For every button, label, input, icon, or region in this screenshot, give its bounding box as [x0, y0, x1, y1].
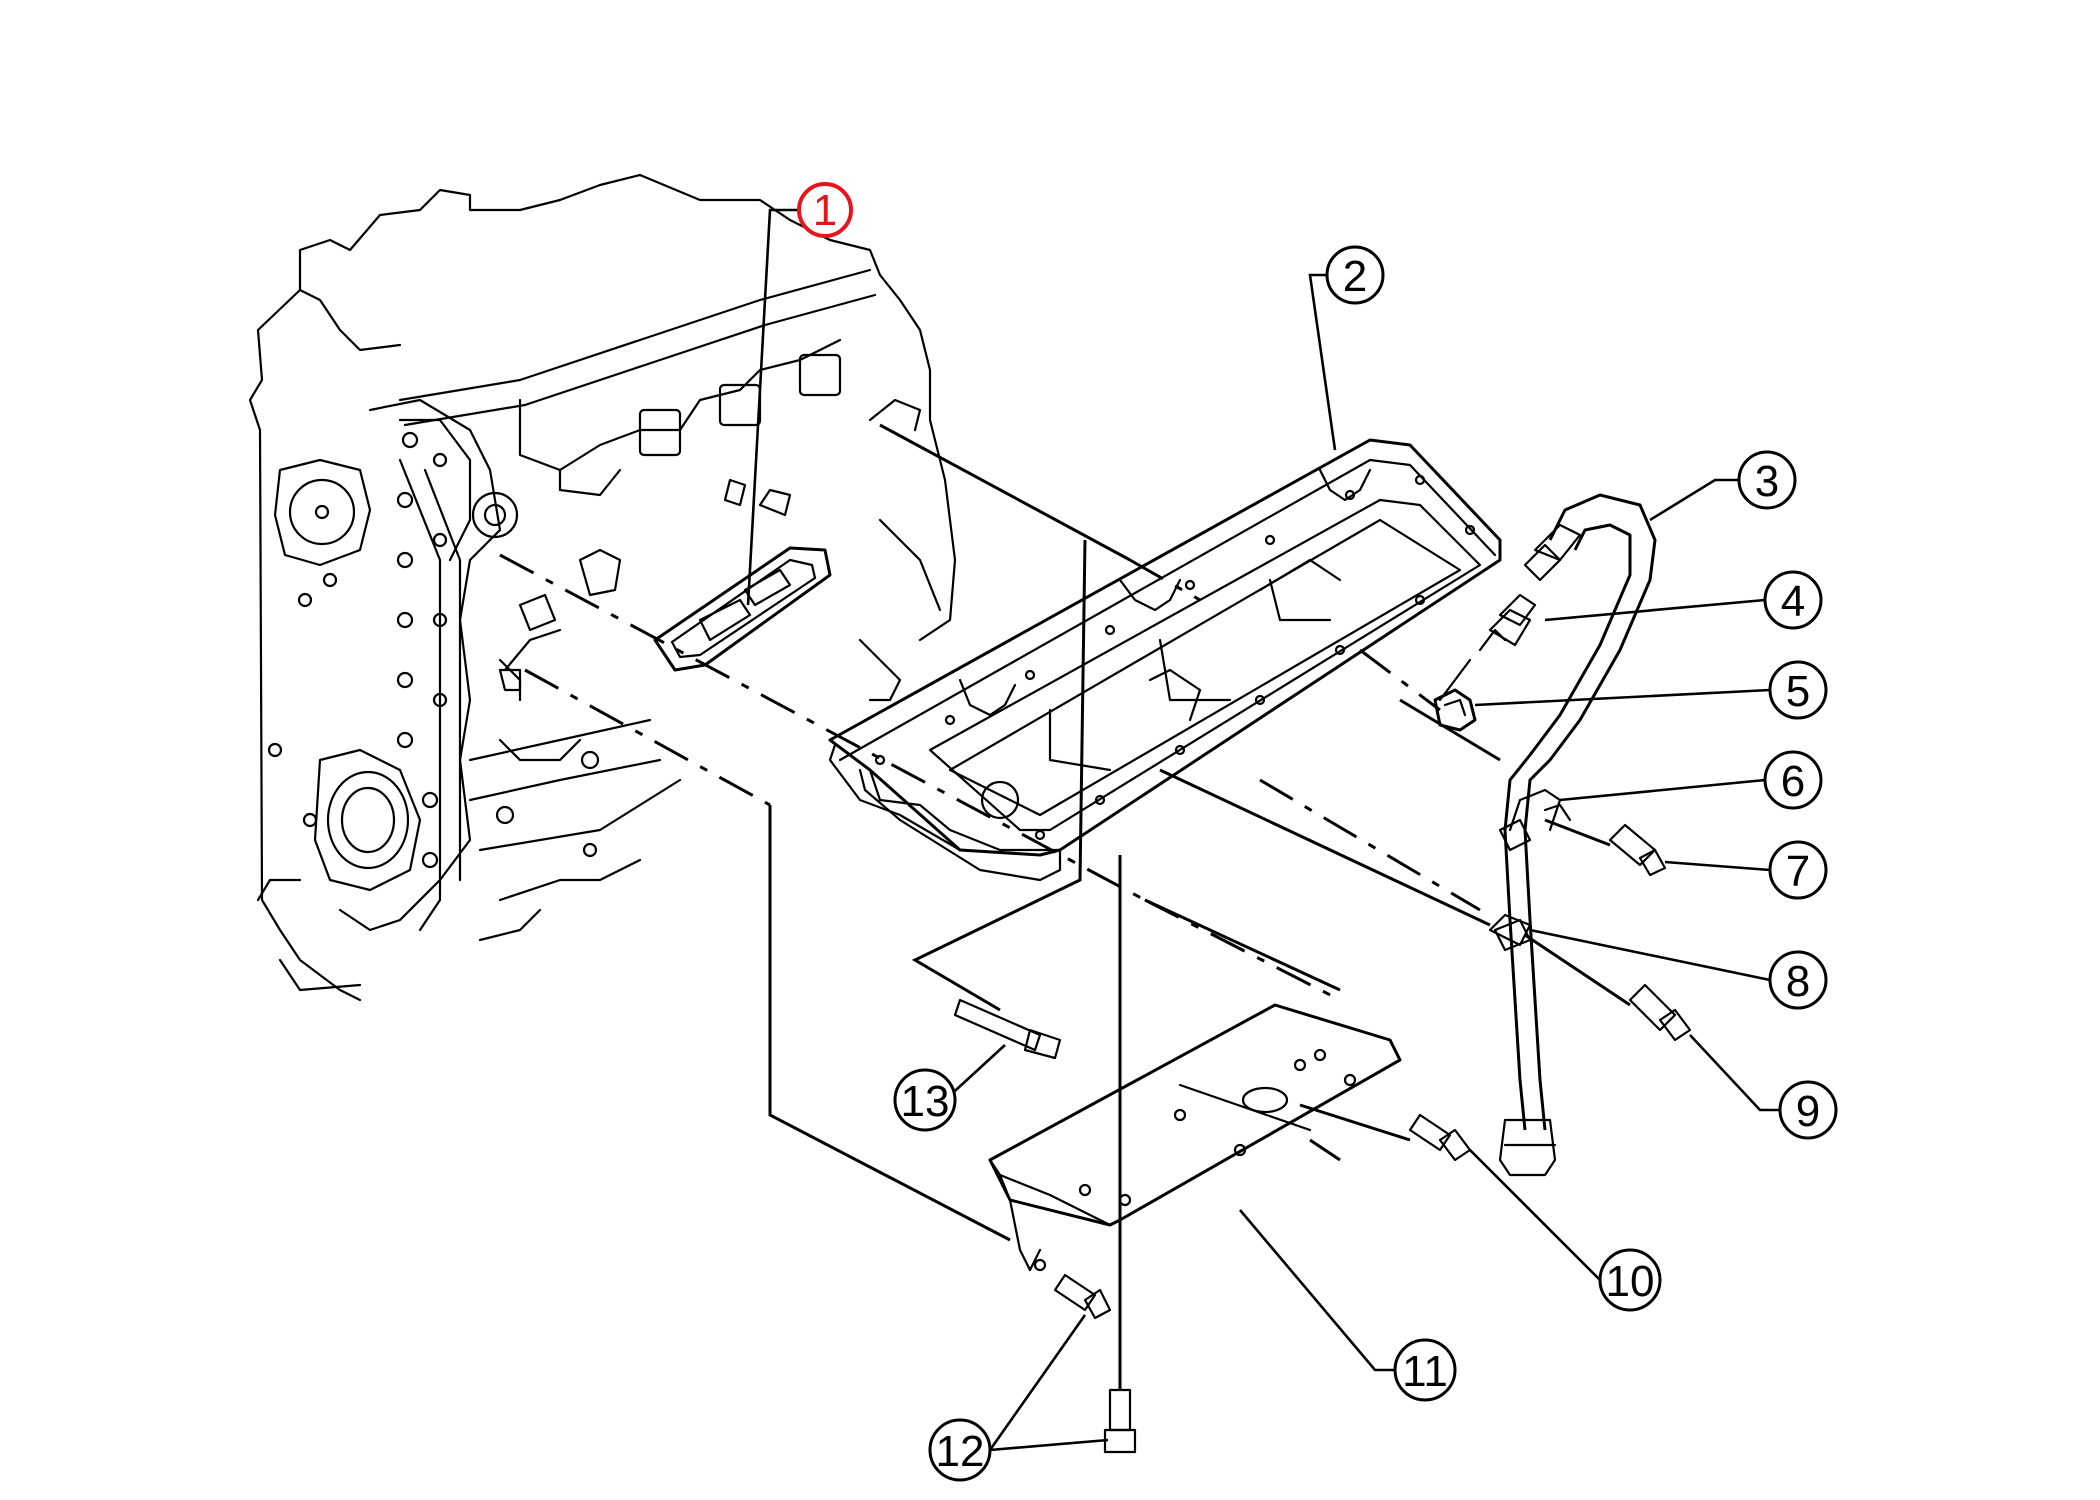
bolt-9	[1628, 983, 1692, 1042]
callout-4: 4	[1763, 570, 1823, 630]
callout-13-label: 13	[901, 1077, 950, 1126]
callout-13: 13	[893, 1068, 957, 1132]
callout-11: 11	[1393, 1338, 1457, 1402]
callout-2: 2	[1325, 245, 1385, 305]
assembly-guide-lines	[499, 423, 1631, 1390]
gasket	[653, 546, 832, 672]
adapter-fitting	[1438, 593, 1537, 702]
callout-3: 3	[1737, 450, 1797, 510]
callout-9-label: 9	[1796, 1087, 1820, 1136]
callout-6: 6	[1763, 750, 1823, 810]
engine-block	[248, 173, 957, 1002]
callout-8-label: 8	[1786, 957, 1810, 1006]
callout-10-label: 10	[1606, 1257, 1655, 1306]
bolt-12-lower	[1103, 1388, 1137, 1454]
lower-pulley	[313, 748, 422, 892]
clamp	[1488, 913, 1532, 947]
oil-pan	[828, 438, 1502, 882]
callout-7: 7	[1768, 840, 1828, 900]
callout-3-label: 3	[1755, 457, 1779, 506]
bolt-13	[953, 998, 1062, 1060]
bracket	[1508, 788, 1572, 832]
upper-pulley	[273, 458, 372, 567]
skid-plate	[988, 1003, 1402, 1272]
callout-10: 10	[1598, 1248, 1662, 1312]
callout-12-label: 12	[936, 1427, 985, 1476]
callout-1: 1	[797, 182, 853, 238]
leader-lines	[746, 208, 1780, 1452]
cover-bolts	[267, 431, 448, 869]
callout-12: 12	[928, 1418, 992, 1482]
callout-11-label: 11	[1402, 1347, 1448, 1396]
bolt-10	[1408, 1113, 1472, 1162]
callout-5: 5	[1768, 660, 1828, 720]
callout-9: 9	[1778, 1080, 1838, 1140]
callout-7-label: 7	[1786, 847, 1810, 896]
bolt-7	[1608, 823, 1667, 877]
callout-1-label: 1	[813, 186, 837, 235]
callout-5-label: 5	[1786, 667, 1810, 716]
callout-4-label: 4	[1781, 577, 1805, 626]
callout-8: 8	[1768, 950, 1828, 1010]
bolt-12-upper	[1053, 1273, 1112, 1320]
callout-6-label: 6	[1781, 757, 1805, 806]
pan-bolt-holes	[874, 474, 1476, 841]
callout-2-label: 2	[1343, 252, 1367, 301]
